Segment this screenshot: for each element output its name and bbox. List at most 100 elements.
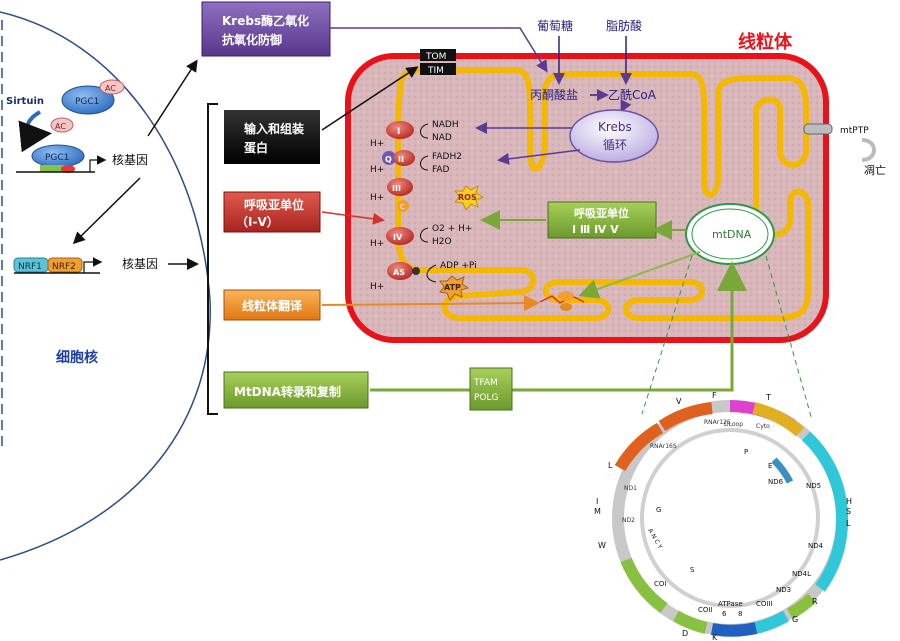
zoom-line-left xyxy=(641,255,693,415)
transcription-arrow-2 xyxy=(83,257,103,273)
mitochondrion: 线粒体 TOM TIM 葡萄糖 脂肪酸 丙酮酸盐 乙酰CoA Krebs 循环 … xyxy=(345,18,829,343)
nucleus-membrane xyxy=(0,11,211,561)
complex-iv-shape xyxy=(386,227,414,245)
tom-label: TOM xyxy=(425,52,446,62)
complex-i: I xyxy=(386,121,414,139)
ac-tag-free xyxy=(50,117,74,133)
atp-label: ATP xyxy=(444,283,461,292)
map-gene-coii: COII xyxy=(698,606,713,614)
apoptosis-label: 凋亡 xyxy=(864,163,886,177)
mtdna-to-ribosome-arrow xyxy=(578,251,701,299)
zoom-line-right xyxy=(765,255,813,421)
resp-subunit-right-box: 呼吸亚单位 Ⅰ Ⅲ Ⅳ Ⅴ xyxy=(480,201,686,240)
nadh-label: NADH xyxy=(432,120,459,130)
h-plus-4: H+ xyxy=(370,239,384,249)
pgc1-top-label: PGC1 xyxy=(75,97,99,107)
map-gene-nd2: ND2 xyxy=(622,517,635,524)
map-label-l2: L xyxy=(846,519,851,528)
segment-coiii xyxy=(754,610,790,634)
mtdna-circle-inner xyxy=(691,208,769,260)
map-label-f: F xyxy=(712,391,717,400)
map-gene-atpase: ATPase xyxy=(718,600,743,608)
complex-i-shape xyxy=(386,121,414,139)
fadh2-label: FADH2 xyxy=(432,152,462,162)
fadh2-curve xyxy=(420,155,429,171)
krebs-cycle-line-2: 循环 xyxy=(603,138,627,152)
ac-tag-top-label: AC xyxy=(105,84,116,93)
ribosome xyxy=(539,291,585,311)
map-label-v: V xyxy=(676,397,682,406)
dna-binding-green xyxy=(40,165,66,172)
acetyl-to-krebs-arrow xyxy=(620,99,632,113)
complex-q: Q II xyxy=(382,150,415,166)
map-gene-nd5: ND5 xyxy=(806,482,821,490)
nad-label: NAD xyxy=(432,133,452,143)
map-label-w: W xyxy=(598,541,606,550)
map-gene-cyto: Cyto xyxy=(756,423,770,430)
segment-nd3 xyxy=(786,593,817,620)
mtdna-inner-ring xyxy=(640,428,820,608)
krebs-box-connector xyxy=(330,27,548,73)
mito-translation-rect xyxy=(223,289,321,321)
map-label-t: T xyxy=(765,393,771,402)
cytochrome-c xyxy=(397,200,409,212)
import-assembly-box: 输入和组装 蛋白 xyxy=(224,66,419,164)
import-assembly-line-2: 蛋白 xyxy=(244,140,268,155)
o2-curve xyxy=(420,227,429,243)
resp-subunit-left-line-1: 呼吸亚单位 xyxy=(244,197,304,212)
complex-iii: III C xyxy=(387,178,413,212)
complex-ii-shape xyxy=(393,150,415,166)
resp-subunit-left-box: 呼吸亚单位 （Ⅰ-Ⅴ） xyxy=(223,191,385,233)
krebs-antioxidant-box: Krebs酶乙氧化 抗氧化防御 xyxy=(201,1,548,73)
mtptp-channel xyxy=(803,123,833,135)
complex-iv: IV xyxy=(386,227,414,245)
complex-v-label: AS xyxy=(393,268,405,277)
adp-curve xyxy=(426,264,437,283)
glucose-label: 葡萄糖 xyxy=(537,18,573,33)
tfam-label: TFAM xyxy=(473,378,498,388)
function-bracket xyxy=(207,103,218,415)
map-gene-nd3: ND3 xyxy=(776,586,791,594)
ac-tag-top xyxy=(99,79,125,95)
nrf2-box xyxy=(47,257,83,273)
complex-iv-label: IV xyxy=(393,233,403,242)
resp-left-arrow xyxy=(321,211,385,225)
pgc1-protein-top xyxy=(61,85,115,115)
atp-star xyxy=(439,275,470,301)
mtdna-label: mtDNA xyxy=(712,228,752,241)
map-label-m: M xyxy=(594,507,601,516)
map-inner-e: E xyxy=(768,462,772,470)
mtptp-label: mtPTP xyxy=(840,126,869,136)
complex-ii-label: II xyxy=(398,155,404,164)
segment-nd5 xyxy=(801,431,849,521)
map-label-k: K xyxy=(712,633,718,641)
fatty-acid-label: 脂肪酸 xyxy=(606,18,642,33)
complex-v: AS xyxy=(387,262,420,280)
map-inner-s: S xyxy=(690,566,695,574)
h2o-label: H2O xyxy=(432,237,452,247)
segment-atpase xyxy=(710,622,758,637)
map-gene-atpase-8: 8 xyxy=(738,610,742,618)
nadh-curve xyxy=(420,123,429,139)
h-plus-3: H+ xyxy=(370,193,384,203)
mtdna-replication-rect xyxy=(223,371,369,409)
map-gene-atpase-6: 6 xyxy=(722,610,727,618)
dna-binding-red xyxy=(61,165,75,173)
tim-label: TIM xyxy=(427,66,444,76)
krebs-antioxidant-line-1: Krebs酶乙氧化 xyxy=(222,13,309,28)
segment-nd4 xyxy=(815,519,849,592)
map-gene-coiii: COIII xyxy=(756,600,773,608)
tom-complex xyxy=(420,49,456,61)
ribosome-small xyxy=(560,303,572,311)
segment-nd6 xyxy=(771,457,794,484)
segment-rna16s xyxy=(614,422,664,472)
segment-rna12s xyxy=(658,402,713,432)
nucleus-label: 细胞核 xyxy=(56,349,98,366)
resp-subunit-right-rect xyxy=(547,201,657,239)
transcription-arrow-1 xyxy=(89,155,107,172)
complex-iii-shape xyxy=(387,178,413,196)
map-gene-nd4: ND4 xyxy=(808,542,824,550)
krebs-cycle-line-1: Krebs xyxy=(598,120,632,134)
import-to-tom-arrow xyxy=(321,66,419,131)
